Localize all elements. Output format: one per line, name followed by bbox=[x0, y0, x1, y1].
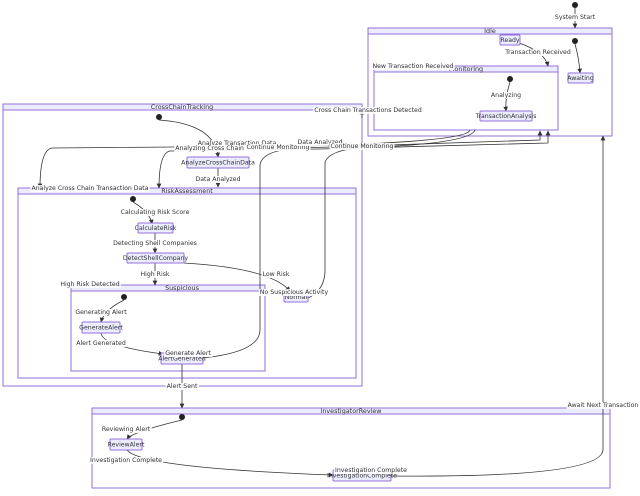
state-awaiting[interactable]: Awaiting bbox=[567, 72, 594, 84]
label-high-risk-detected: High Risk Detected bbox=[60, 281, 119, 288]
state-transaction-analysis-label: TransactionAnalysis bbox=[475, 113, 537, 120]
label-background bbox=[164, 350, 213, 357]
label-background bbox=[119, 209, 191, 216]
start-node-idle bbox=[572, 38, 578, 44]
label-background bbox=[112, 240, 198, 247]
label-analyzing: Analyzing bbox=[491, 92, 521, 99]
state-ready-label: Ready bbox=[500, 37, 520, 44]
label-cross-chain-detected: Cross Chain Transactions Detected bbox=[314, 107, 422, 114]
cluster-risk-title: RiskAssessment bbox=[161, 187, 213, 195]
label-background bbox=[165, 383, 199, 390]
label-no-suspicious-activity: No Suspicious Activity bbox=[260, 289, 329, 296]
label-background bbox=[329, 143, 395, 150]
label-generate-alert: Generate Alert bbox=[165, 350, 211, 357]
state-review-alert-label: ReviewAlert bbox=[108, 442, 145, 449]
label-background bbox=[566, 402, 640, 409]
label-calculating-risk-score: Calculating Risk Score bbox=[121, 209, 190, 216]
label-background bbox=[296, 139, 344, 146]
cluster-suspicious-title: Suspicious bbox=[165, 284, 200, 292]
label-background bbox=[30, 185, 150, 192]
label-background bbox=[100, 426, 152, 433]
start-node-monitoring bbox=[507, 76, 513, 82]
label-generating-alert: Generating Alert bbox=[75, 309, 127, 316]
start-node-risk bbox=[130, 196, 136, 202]
cluster-idle-title: Idle bbox=[484, 27, 496, 35]
label-data-analyzed-2: Data Analyzed bbox=[195, 176, 240, 183]
cluster-cross-chain-title: CrossChainTracking bbox=[151, 103, 213, 111]
state-detect-shell-company[interactable]: DetectShellCompany bbox=[123, 252, 189, 264]
start-node-investigator bbox=[179, 414, 185, 420]
cluster-monitoring-title: Monitoring bbox=[449, 65, 483, 73]
label-alert-generated: Alert Generated bbox=[76, 340, 126, 347]
label-continue-monitoring-1: Continue Monitoring bbox=[247, 144, 310, 151]
label-background bbox=[89, 457, 164, 464]
state-transaction-analysis[interactable]: TransactionAnalysis bbox=[475, 110, 537, 122]
state-generate-alert-label: GenerateAlert bbox=[79, 325, 123, 332]
state-alert-generated-label: AlertGenerated bbox=[158, 356, 206, 363]
state-detect-shell-label: DetectShellCompany bbox=[123, 255, 189, 262]
state-calculate-risk[interactable]: CalculateRisk bbox=[135, 222, 177, 234]
edge-investigation-complete bbox=[126, 449, 334, 478]
label-transaction-received: Transaction Received bbox=[504, 49, 571, 56]
label-background bbox=[258, 289, 330, 296]
state-awaiting-label: Awaiting bbox=[567, 75, 594, 82]
label-system-start: System Start bbox=[555, 14, 596, 21]
label-new-transaction-received: New Transaction Received bbox=[373, 63, 454, 70]
edge-await-next-transaction bbox=[389, 135, 606, 477]
label-investigation-complete-1: Investigation Complete bbox=[90, 457, 162, 464]
start-node-suspicious bbox=[121, 294, 127, 300]
label-alert-sent: Alert Sent bbox=[167, 383, 198, 390]
label-continue-monitoring-2: Continue Monitoring bbox=[331, 143, 394, 150]
cluster-investigator-title: InvestigatorReview bbox=[320, 407, 381, 415]
label-investigation-complete-2: Investigation Complete bbox=[335, 467, 407, 474]
label-background bbox=[371, 63, 455, 70]
state-investigation-complete-label: InvestigationComplete bbox=[327, 473, 397, 480]
state-ready[interactable]: Ready bbox=[499, 34, 521, 46]
label-await-next-transaction: Await Next Transaction bbox=[568, 402, 639, 409]
label-background bbox=[139, 271, 171, 278]
state-review-alert[interactable]: ReviewAlert bbox=[108, 438, 145, 451]
label-data-analyzed-1: Data Analyzed bbox=[297, 139, 342, 146]
transition-labels: System Start Transaction Received New Tr… bbox=[30, 14, 640, 474]
state-generate-alert[interactable]: GenerateAlert bbox=[79, 321, 123, 334]
label-analyzing-cross-chain-data: Analyzing Cross Chain Data bbox=[175, 145, 261, 152]
edge-low-risk bbox=[183, 262, 291, 292]
label-background bbox=[334, 467, 409, 474]
label-detecting-shell-companies: Detecting Shell Companies bbox=[113, 240, 197, 247]
label-background bbox=[489, 92, 523, 99]
label-background bbox=[313, 107, 423, 114]
label-analyze-cross-chain-transaction-data: Analyze Cross Chain Transaction Data bbox=[31, 185, 148, 192]
label-high-risk: High Risk bbox=[140, 271, 169, 278]
label-background bbox=[245, 144, 311, 151]
label-background bbox=[174, 145, 262, 152]
label-low-risk: Low Risk bbox=[263, 271, 290, 278]
label-background bbox=[503, 49, 572, 56]
label-reviewing-alert: Reviewing Alert bbox=[102, 426, 151, 433]
label-background bbox=[196, 140, 278, 147]
label-background bbox=[74, 309, 129, 316]
state-analyze-cross-chain-data[interactable]: AnalyzeCrossChainData bbox=[181, 156, 255, 169]
label-background bbox=[261, 271, 291, 278]
state-normal-label: Normal bbox=[285, 294, 308, 301]
state-analyze-cross-chain-label: AnalyzeCrossChainData bbox=[181, 160, 255, 167]
state-calculate-risk-label: CalculateRisk bbox=[135, 225, 177, 232]
label-background bbox=[59, 281, 121, 288]
start-node-root bbox=[572, 2, 578, 8]
label-analyze-transaction-data: Analyze Transaction Data bbox=[198, 140, 277, 147]
start-node-cross-chain bbox=[156, 114, 162, 120]
label-background bbox=[75, 340, 127, 347]
edge-idle-awaiting bbox=[574, 43, 583, 74]
label-background bbox=[194, 176, 242, 183]
label-background bbox=[553, 14, 597, 21]
